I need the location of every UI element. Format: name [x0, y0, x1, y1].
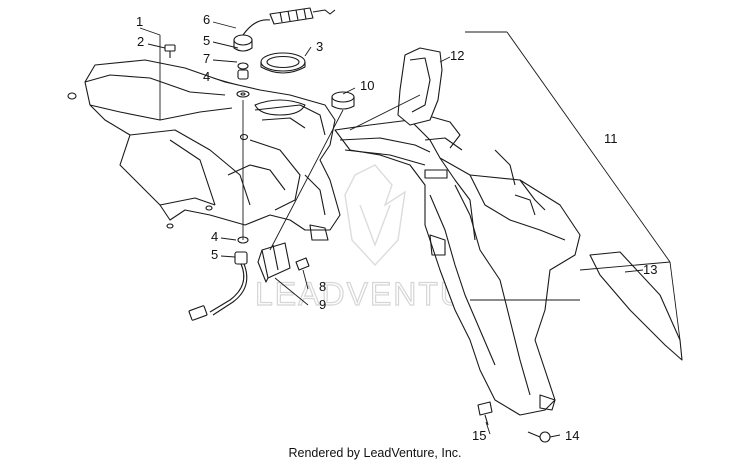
callout-8: 8	[319, 279, 326, 294]
fastener-14	[527, 431, 551, 443]
callout-5-lower: 5	[211, 247, 218, 262]
callout-10: 10	[360, 78, 374, 93]
leader-lines	[139, 21, 681, 438]
upper-flap-12	[397, 47, 443, 126]
callout-7: 7	[203, 51, 210, 66]
callout-labels: 1 2 3 4 5 6 7 8 9 10 11 12 13 14 15 4 5	[136, 12, 657, 443]
callout-11: 11	[604, 131, 618, 146]
callout-6: 6	[203, 12, 210, 27]
callout-3: 3	[316, 39, 323, 54]
side-shroud-panel	[334, 114, 581, 416]
callout-2: 2	[137, 34, 144, 49]
callout-5-upper: 5	[203, 33, 210, 48]
cap-6	[233, 7, 336, 52]
grommet-7	[237, 62, 249, 80]
callout-4-lower: 4	[211, 229, 218, 244]
lower-flap-13	[589, 251, 683, 361]
fastener-15	[477, 401, 493, 426]
front-hood-panel	[67, 59, 341, 241]
ring-3	[260, 52, 306, 74]
callout-1: 1	[136, 14, 143, 29]
callout-13: 13	[643, 262, 657, 277]
grommet-10	[331, 91, 355, 110]
connector-5-cable	[188, 251, 248, 321]
washer-4-upper	[236, 90, 250, 98]
screw-2	[164, 44, 176, 58]
callout-12: 12	[450, 48, 464, 63]
switch-9	[257, 242, 291, 283]
footer-credit: Rendered by LeadVenture, Inc.	[288, 446, 462, 460]
callout-15: 15	[472, 428, 486, 443]
clip-8	[295, 257, 310, 271]
callout-4-upper: 4	[203, 69, 210, 84]
watermark-logo	[344, 164, 406, 267]
callout-9: 9	[319, 297, 326, 312]
callout-14: 14	[565, 428, 579, 443]
